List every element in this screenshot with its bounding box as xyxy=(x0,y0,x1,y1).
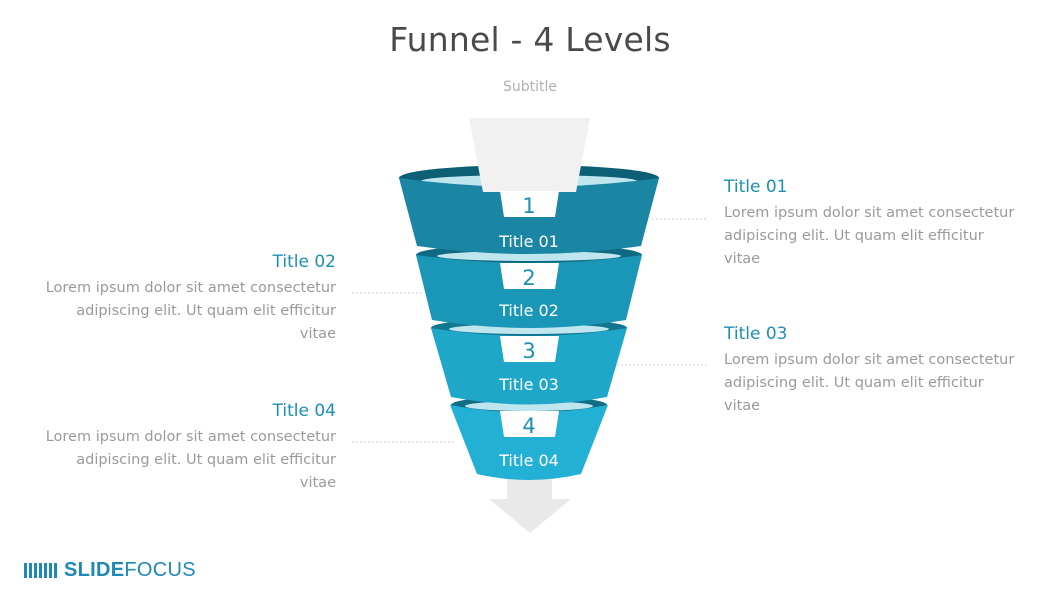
callout-03-heading: Title 03 xyxy=(724,324,788,344)
level-4-number-plate xyxy=(500,411,559,437)
level-3-number-plate xyxy=(500,336,559,362)
callout-04-text: Lorem ipsum dolor sit amet consectetur a… xyxy=(45,429,336,491)
brand-logo: SLIDE FOCUS xyxy=(24,558,196,582)
level-4-number: 4 xyxy=(522,414,535,438)
level-2-number-plate xyxy=(500,263,559,289)
callout-title-03: Title 03 Lorem ipsum dolor sit amet cons… xyxy=(724,324,1024,418)
brand-name-light: FOCUS xyxy=(124,558,196,581)
callout-title-01: Title 01 Lorem ipsum dolor sit amet cons… xyxy=(724,177,1024,271)
level-1-label: Title 01 xyxy=(498,232,559,251)
callout-01-text: Lorem ipsum dolor sit amet consectetur a… xyxy=(724,205,1015,267)
callout-title-04: Title 04 Lorem ipsum dolor sit amet cons… xyxy=(36,401,336,495)
callout-title-02: Title 02 Lorem ipsum dolor sit amet cons… xyxy=(36,252,336,346)
book-icon xyxy=(24,562,57,578)
level-4-label: Title 04 xyxy=(498,451,559,470)
input-chute xyxy=(469,118,590,192)
level-3-label: Title 03 xyxy=(498,375,559,394)
level-3-band xyxy=(431,328,627,405)
page-subtitle: Subtitle xyxy=(502,79,558,95)
callout-02-text: Lorem ipsum dolor sit amet consectetur a… xyxy=(45,280,336,342)
callout-03-text: Lorem ipsum dolor sit amet consectetur a… xyxy=(724,352,1015,414)
callout-01-heading: Title 01 xyxy=(724,177,788,197)
level-4-band xyxy=(450,405,608,480)
level-3-number: 3 xyxy=(522,339,535,363)
callout-04-heading: Title 04 xyxy=(272,401,336,421)
level-1-number-plate xyxy=(500,191,559,217)
output-arrow xyxy=(489,478,571,533)
page-title: Funnel - 4 Levels xyxy=(389,20,671,59)
brand-name-strong: SLIDE xyxy=(64,558,125,581)
level-2-label: Title 02 xyxy=(498,301,559,320)
level-2-band xyxy=(416,255,642,328)
callout-02-heading: Title 02 xyxy=(272,252,336,272)
level-2-number: 2 xyxy=(522,266,535,290)
level-1-number: 1 xyxy=(522,194,535,218)
